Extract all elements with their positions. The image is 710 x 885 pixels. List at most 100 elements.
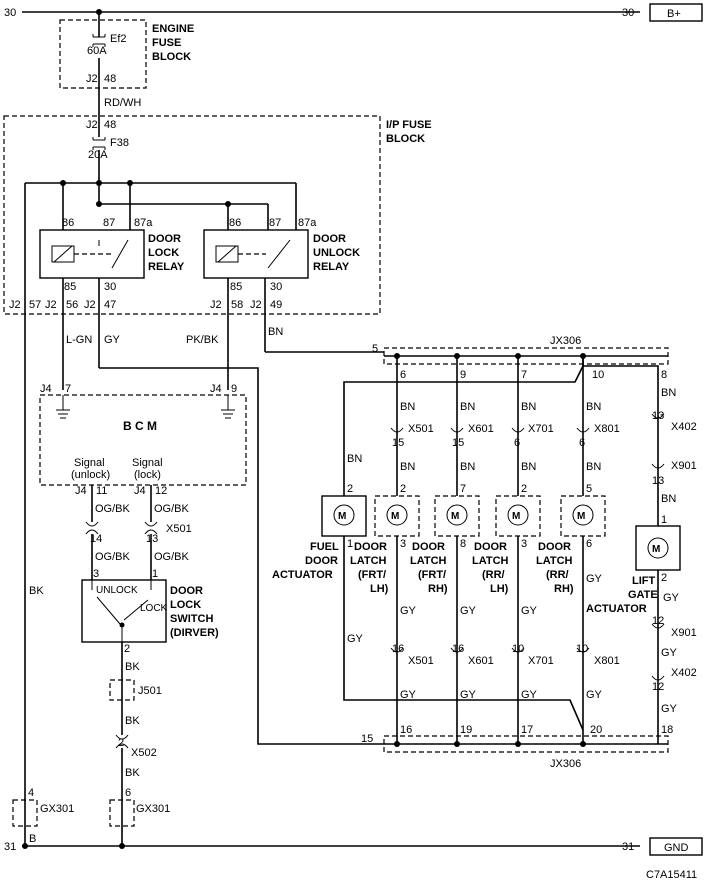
svg-text:B: B [29, 833, 36, 845]
svg-text:M: M [652, 544, 660, 555]
svg-text:7: 7 [460, 483, 466, 495]
svg-text:GY: GY [661, 703, 678, 715]
svg-text:DOOR: DOOR [538, 541, 571, 553]
svg-text:OG/BK: OG/BK [95, 551, 131, 563]
svg-text:4: 4 [28, 787, 34, 799]
svg-text:85: 85 [230, 281, 242, 293]
svg-text:ACTUATOR: ACTUATOR [586, 603, 647, 615]
svg-text:RH): RH) [428, 583, 448, 595]
rail-number: 31 [622, 841, 634, 853]
svg-text:5: 5 [372, 343, 378, 355]
svg-text:GY: GY [347, 633, 364, 645]
connector-icon [390, 413, 665, 469]
engine-fuse-label: BLOCK [152, 51, 191, 63]
svg-text:X501: X501 [166, 523, 192, 535]
svg-text:5: 5 [586, 483, 592, 495]
svg-text:12: 12 [652, 681, 664, 693]
svg-text:GY: GY [586, 573, 603, 585]
svg-text:JX306: JX306 [550, 335, 581, 347]
svg-text:9: 9 [460, 369, 466, 381]
svg-text:BK: BK [125, 767, 140, 779]
svg-text:GY: GY [460, 605, 477, 617]
svg-text:15: 15 [361, 733, 373, 745]
door-latch-frt-rh: M [434, 495, 480, 537]
svg-text:OG/BK: OG/BK [95, 503, 131, 515]
svg-text:GY: GY [663, 592, 680, 604]
svg-text:(lock): (lock) [134, 469, 161, 481]
svg-text:12: 12 [652, 615, 664, 627]
svg-text:GX301: GX301 [136, 803, 170, 815]
svg-text:3: 3 [93, 568, 99, 580]
svg-text:BN: BN [460, 401, 475, 413]
svg-text:GY: GY [521, 605, 538, 617]
svg-text:2: 2 [347, 483, 353, 495]
svg-text:X601: X601 [468, 423, 494, 435]
svg-text:BN: BN [521, 461, 536, 473]
svg-text:X601: X601 [468, 655, 494, 667]
svg-text:LATCH: LATCH [472, 555, 509, 567]
svg-text:BN: BN [400, 461, 415, 473]
engine-fuse-label: FUSE [152, 37, 181, 49]
svg-text:DOOR: DOOR [170, 585, 203, 597]
svg-text:56: 56 [66, 299, 78, 311]
svg-text:LATCH: LATCH [410, 555, 447, 567]
svg-text:49: 49 [270, 299, 282, 311]
svg-text:11: 11 [96, 485, 107, 497]
svg-text:GY: GY [460, 689, 477, 701]
svg-text:1: 1 [152, 568, 158, 580]
svg-text:BK: BK [29, 585, 44, 597]
svg-text:9: 9 [231, 383, 237, 395]
svg-text:Signal: Signal [74, 457, 105, 469]
svg-text:ACTUATOR: ACTUATOR [272, 569, 333, 581]
svg-text:BN: BN [521, 401, 536, 413]
svg-text:60A: 60A [87, 45, 107, 57]
engine-fuse-block [59, 19, 147, 89]
svg-text:BK: BK [125, 661, 140, 673]
connector-icon [390, 623, 665, 681]
ip-fuse-block [3, 115, 381, 315]
door-latch-rr-lh: M [495, 495, 541, 537]
svg-text:DOOR: DOOR [148, 233, 181, 245]
bcm-module [39, 394, 247, 486]
door-latch-frt-lh: M [374, 495, 420, 537]
rail-number: 30 [4, 7, 16, 19]
svg-text:J2: J2 [86, 73, 98, 85]
svg-text:GX301: GX301 [40, 803, 74, 815]
connector-icon [115, 734, 129, 749]
svg-text:GY: GY [104, 334, 121, 346]
svg-text:(RR/: (RR/ [546, 569, 569, 581]
svg-text:BN: BN [661, 493, 676, 505]
svg-text:86: 86 [229, 217, 241, 229]
svg-text:BN: BN [661, 387, 676, 399]
svg-text:6: 6 [514, 437, 520, 449]
svg-text:6: 6 [125, 787, 131, 799]
svg-text:X901: X901 [671, 460, 697, 472]
svg-text:16: 16 [392, 643, 404, 655]
svg-text:15: 15 [392, 437, 404, 449]
svg-text:OG/BK: OG/BK [154, 503, 190, 515]
svg-text:J4: J4 [134, 485, 146, 497]
svg-text:JX306: JX306 [550, 758, 581, 770]
svg-text:20A: 20A [88, 149, 108, 161]
svg-text:RH): RH) [554, 583, 574, 595]
svg-text:8: 8 [460, 538, 466, 550]
svg-text:8: 8 [661, 369, 667, 381]
rail-number: 30 [622, 7, 634, 19]
bcm-title: B C M [123, 419, 157, 433]
svg-text:X701: X701 [528, 423, 554, 435]
svg-text:BK: BK [125, 715, 140, 727]
svg-text:48: 48 [104, 119, 116, 131]
svg-text:J2: J2 [45, 299, 57, 311]
svg-text:15: 15 [452, 437, 464, 449]
svg-text:X801: X801 [594, 655, 620, 667]
svg-text:17: 17 [521, 724, 533, 736]
svg-text:J501: J501 [138, 685, 162, 697]
svg-text:M: M [577, 511, 585, 522]
svg-text:20: 20 [590, 724, 602, 736]
fuse-icon [92, 34, 106, 47]
svg-text:X501: X501 [408, 655, 434, 667]
svg-text:DOOR: DOOR [305, 555, 338, 567]
svg-text:M: M [338, 511, 346, 522]
gnd-box [649, 837, 703, 856]
rail-number: 31 [4, 841, 16, 853]
